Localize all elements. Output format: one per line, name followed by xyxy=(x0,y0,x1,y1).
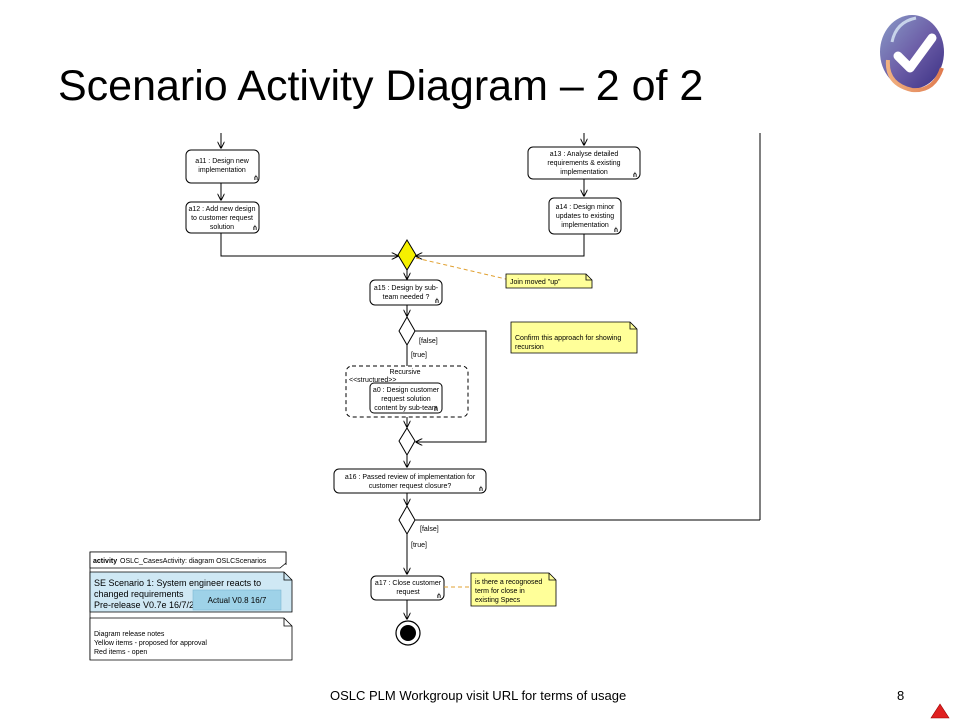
flow-edge-false xyxy=(415,330,487,442)
frame-name: OSLC_CasesActivity: diagram OSLCScenario… xyxy=(120,558,267,565)
rake-icon: ⋔ xyxy=(613,226,619,234)
action-a16-line1: a16 : Passed review of implementation fo… xyxy=(345,474,476,481)
action-a17[interactable]: a17 : Close customer request ⋔ xyxy=(370,575,445,601)
activity-final-node[interactable] xyxy=(395,620,421,646)
action-a13-line1: a13 : Analyse detailed xyxy=(550,151,619,158)
rake-icon: ⋔ xyxy=(478,485,484,493)
action-a12-line3: solution xyxy=(210,224,234,231)
action-a14-line2: updates to existing xyxy=(556,213,614,220)
release-notes-note: Diagram release notes Yellow items - pro… xyxy=(89,617,293,661)
note-connector xyxy=(415,257,511,281)
note-close-line3: existing Specs xyxy=(475,597,521,604)
nav-up-triangle-icon[interactable] xyxy=(930,703,950,724)
action-a15[interactable]: a15 : Design by sub- team needed ? ⋔ xyxy=(369,279,443,306)
action-a14[interactable]: a14 : Design minor updates to existing i… xyxy=(548,197,622,235)
version-overlay-label: Actual V0.8 16/7 xyxy=(208,596,267,605)
guard-false-2: [false] xyxy=(420,526,439,533)
action-a13-line3: implementation xyxy=(560,169,608,176)
slide-title: Scenario Activity Diagram – 2 of 2 xyxy=(58,62,704,110)
note-confirm-line2: recursion xyxy=(515,344,544,351)
action-a15-line1: a15 : Design by sub- xyxy=(374,285,439,292)
release-notes-line1: Diagram release notes xyxy=(94,631,165,638)
action-a12[interactable]: a12 : Add new design to customer request… xyxy=(185,201,260,234)
scenario-line3: Pre-release V0.7e 16/7/2010 xyxy=(94,600,209,610)
note-confirm-recursion[interactable]: Confirm this approach for showing recurs… xyxy=(510,321,638,354)
action-a11-line2: implementation xyxy=(198,167,246,174)
rake-icon: ⋔ xyxy=(632,171,638,179)
rake-icon: ⋔ xyxy=(433,405,439,413)
scenario-line1: SE Scenario 1: System engineer reacts to xyxy=(94,578,261,588)
action-a17-line2: request xyxy=(396,589,419,596)
guard-true-2: [true] xyxy=(411,542,427,549)
action-a14-line3: implementation xyxy=(561,222,609,229)
action-a12-line2: to customer request xyxy=(191,215,253,222)
action-a15-line2: team needed ? xyxy=(383,294,430,301)
note-close-line1: is there a recognosed xyxy=(475,579,542,586)
action-a11[interactable]: a11 : Design new implementation ⋔ xyxy=(185,149,260,184)
rake-icon: ⋔ xyxy=(253,174,259,182)
note-confirm-line1: Confirm this approach for showing xyxy=(515,335,621,342)
release-notes-line2: Yellow items - proposed for approval xyxy=(94,640,207,647)
region-stereotype: <<structured>> xyxy=(349,377,396,384)
action-a13-line2: requirements & existing xyxy=(547,160,620,167)
merge-node-2[interactable] xyxy=(398,427,416,457)
slide-footer: OSLC PLM Workgroup visit URL for terms o… xyxy=(330,688,627,703)
version-overlay: Actual V0.8 16/7 xyxy=(192,589,282,611)
decision-node-1[interactable] xyxy=(398,315,416,347)
rake-icon: ⋔ xyxy=(434,297,440,305)
action-a13[interactable]: a13 : Analyse detailed requirements & ex… xyxy=(527,146,641,180)
merge-node-yellow[interactable] xyxy=(397,239,417,271)
action-a14-line1: a14 : Design minor xyxy=(556,204,615,211)
decision-node-3[interactable] xyxy=(398,504,416,536)
note-join-moved[interactable]: Join moved "up" xyxy=(505,273,593,289)
action-a0[interactable]: a0 : Design customer request solution co… xyxy=(369,382,443,414)
flow-edge xyxy=(220,233,398,256)
frame-keyword: activity xyxy=(93,558,117,565)
oslc-logo-icon xyxy=(876,12,948,101)
note-join-moved-text: Join moved "up" xyxy=(510,279,561,286)
action-a16[interactable]: a16 : Passed review of implementation fo… xyxy=(333,468,487,494)
release-notes-line3: Red items - open xyxy=(94,649,147,656)
action-a0-line3: content by sub-team xyxy=(374,405,438,412)
action-a16-line2: customer request closure? xyxy=(369,483,452,490)
region-label: Recursive xyxy=(389,369,420,376)
guard-true-1: [true] xyxy=(411,352,427,359)
rake-icon: ⋔ xyxy=(252,224,258,232)
action-a12-line1: a12 : Add new design xyxy=(189,206,256,213)
guard-false-1: [false] xyxy=(419,338,438,345)
action-a0-line2: request solution xyxy=(381,396,431,403)
diagram-frame: activity OSLC_CasesActivity: diagram OSL… xyxy=(89,551,287,660)
action-a0-line1: a0 : Design customer xyxy=(373,387,440,394)
action-a11-line1: a11 : Design new xyxy=(195,158,250,165)
page-number: 8 xyxy=(897,688,905,703)
flow-edge xyxy=(416,234,585,256)
rake-icon: ⋔ xyxy=(436,592,442,600)
note-close-term[interactable]: is there a recognosed term for close in … xyxy=(470,572,557,607)
action-a17-line1: a17 : Close customer xyxy=(375,580,442,587)
note-close-line2: term for close in xyxy=(475,588,525,595)
scenario-line2: changed requirements xyxy=(94,589,184,599)
